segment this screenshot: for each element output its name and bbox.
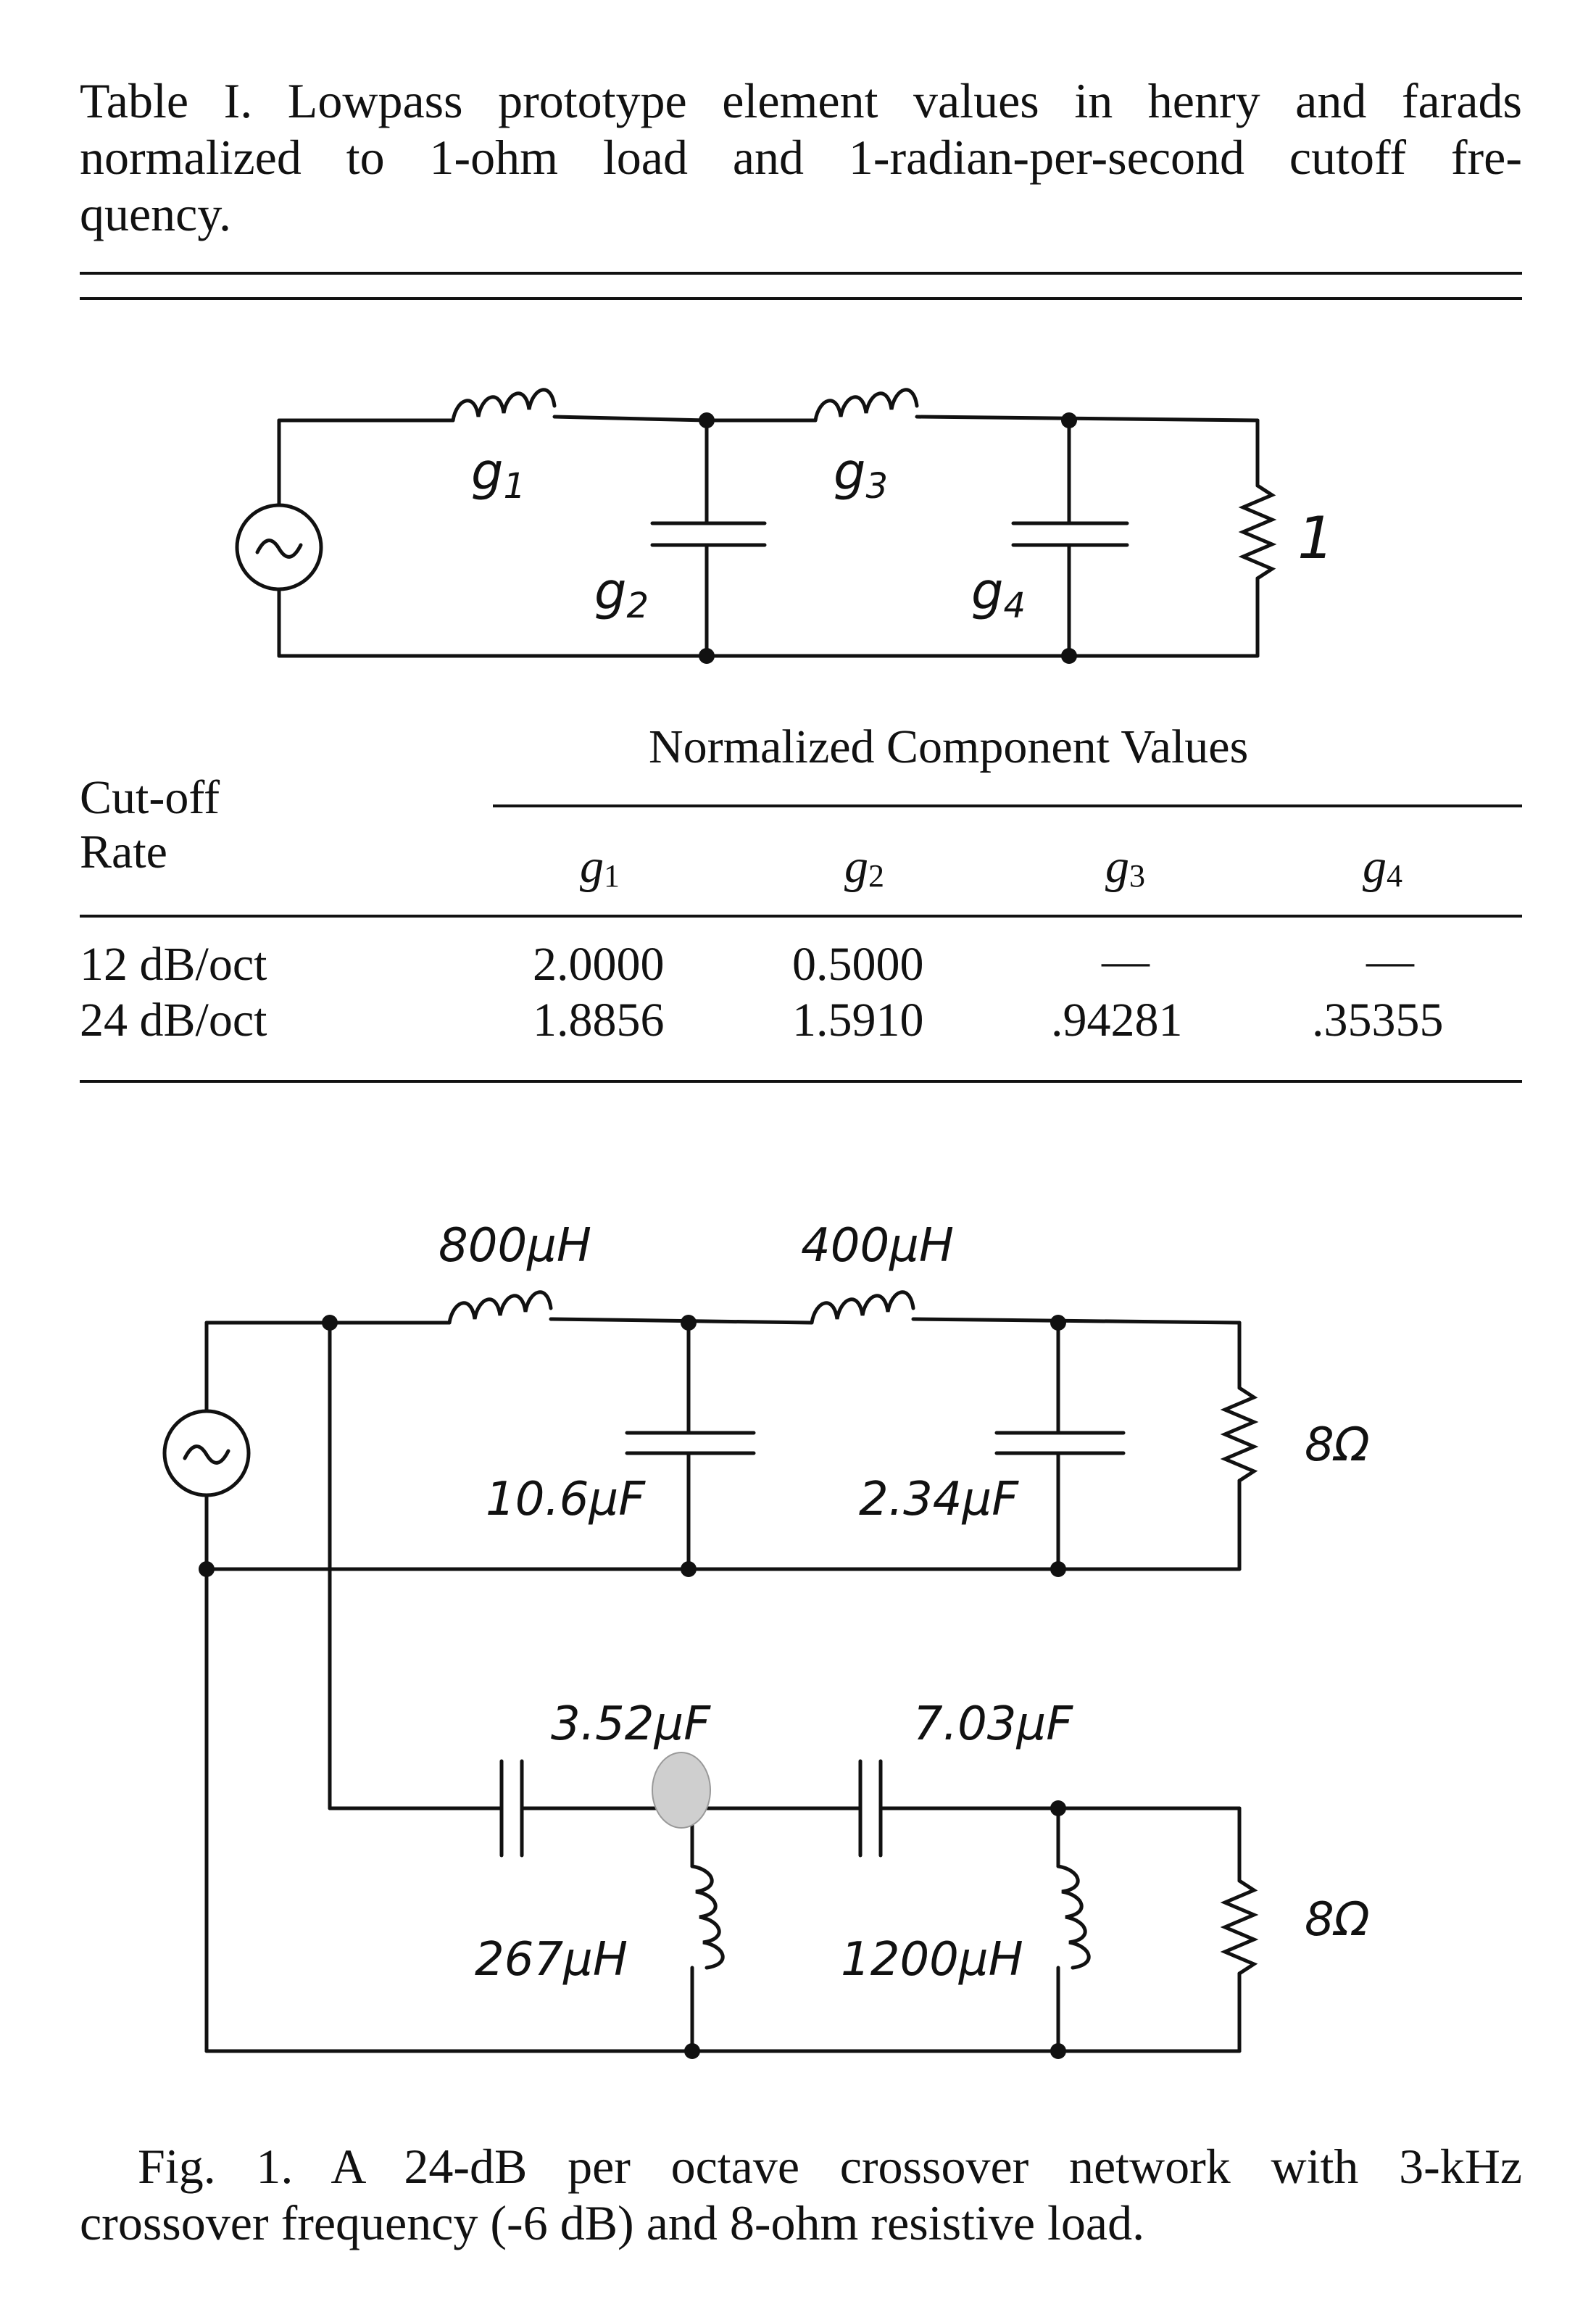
row-1-g1: 2.0000 bbox=[533, 938, 665, 991]
label-267uH: 267μH bbox=[475, 1933, 628, 1987]
figure-caption: Fig. 1. A 24-dB per octave crossover net… bbox=[80, 2138, 1522, 2251]
row-header-line-2: Rate bbox=[80, 826, 167, 878]
row-2-g2: 1.5910 bbox=[792, 994, 924, 1047]
label-g2: g2 bbox=[594, 562, 649, 626]
table-caption-line-3: quency. bbox=[80, 186, 231, 241]
label-400uH: 400μH bbox=[801, 1219, 954, 1273]
table-caption-line-2: normalized to 1-ohm load and 1-radian-pe… bbox=[80, 130, 1522, 185]
row-2-g4: .35355 bbox=[1312, 994, 1444, 1047]
group-header-rule bbox=[493, 804, 1522, 807]
header-rule bbox=[80, 915, 1522, 918]
table-caption-line-1: Table I. Lowpass prototype element value… bbox=[80, 73, 1522, 128]
row-1-g2: 0.5000 bbox=[792, 938, 924, 991]
label-load: 1 bbox=[1297, 504, 1334, 572]
label-2-34uF: 2.34μF bbox=[859, 1473, 1019, 1526]
label-g1: g1 bbox=[471, 442, 525, 507]
inductor-267uH bbox=[690, 1864, 725, 1970]
label-10-6uF: 10.6μF bbox=[486, 1473, 646, 1526]
table-group-header: Normalized Component Values bbox=[649, 720, 1249, 773]
resistor-load bbox=[1238, 483, 1277, 581]
row-1-g3: — bbox=[1102, 934, 1150, 987]
col-header-g3: g3 bbox=[1105, 840, 1145, 894]
figure-caption-line-2: crossover frequency (-6 dB) and 8-ohm re… bbox=[80, 2195, 1145, 2250]
prototype-ladder-circuit: g1 g2 g3 g4 1 bbox=[235, 388, 1334, 664]
row-2-g3: .94281 bbox=[1051, 994, 1183, 1047]
label-7-03uF: 7.03μF bbox=[913, 1697, 1073, 1751]
label-800uH: 800μH bbox=[439, 1219, 591, 1273]
sine-wave-icon bbox=[255, 539, 303, 559]
label-lowpass-load: 8Ω bbox=[1305, 1418, 1370, 1472]
label-highpass-load: 8Ω bbox=[1305, 1893, 1370, 1947]
label-g3: g3 bbox=[834, 442, 888, 507]
row-1-g4: — bbox=[1366, 934, 1414, 987]
label-3-52uF: 3.52μF bbox=[551, 1697, 711, 1751]
smudge-mark bbox=[652, 1752, 711, 1829]
label-1200uH: 1200μH bbox=[841, 1933, 1023, 1987]
row-2-rate: 24 dB/oct bbox=[80, 994, 267, 1047]
col-header-g4: g4 bbox=[1363, 840, 1402, 894]
crossover-circuit: 800μH 400μH 10.6μF 2.34μF 8Ω 3.52μF 7.03… bbox=[162, 1219, 1370, 2059]
col-header-g1: g1 bbox=[580, 840, 620, 894]
table-top-rule-2 bbox=[80, 297, 1522, 300]
table-bottom-rule bbox=[80, 1080, 1522, 1083]
table-caption: Table I. Lowpass prototype element value… bbox=[80, 72, 1522, 242]
resistor-lowpass-load bbox=[1220, 1386, 1259, 1483]
figure-caption-line-1: Fig. 1. A 24-dB per octave crossover net… bbox=[138, 2139, 1522, 2194]
inductor-g1 bbox=[451, 388, 557, 423]
row-1-rate: 12 dB/oct bbox=[80, 938, 267, 991]
row-2-g1: 1.8856 bbox=[533, 994, 665, 1047]
inductor-g3 bbox=[813, 388, 919, 423]
inductor-400uH bbox=[810, 1290, 915, 1325]
row-header-line-1: Cut-off bbox=[80, 771, 220, 824]
label-g4: g4 bbox=[971, 562, 1026, 626]
inductor-1200uH bbox=[1056, 1864, 1091, 1970]
col-header-g2: g2 bbox=[844, 840, 884, 894]
resistor-highpass-load bbox=[1220, 1879, 1259, 1976]
table-top-rule-1 bbox=[80, 272, 1522, 275]
inductor-800uH bbox=[447, 1290, 553, 1325]
sine-wave-icon-2 bbox=[183, 1444, 230, 1465]
